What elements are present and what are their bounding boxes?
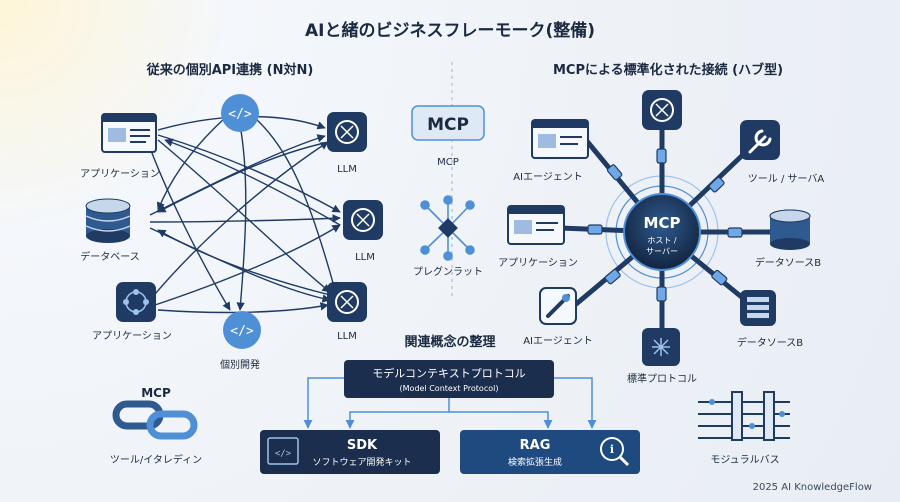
llm-icon [343,200,383,240]
rag-box: i [460,430,640,474]
agent1-label: AIエージェント [513,172,583,183]
code-icon: </> [221,94,259,132]
svg-text:i: i [610,443,614,456]
rag-title: RAG [520,438,551,453]
tool-label: ツール / サーバA [748,173,825,185]
code-icon-dev: </> [223,311,261,349]
chain-link-icon [112,400,198,440]
root-title: モデルコンテキストプロトコル [372,366,525,380]
mcp-hub [623,193,701,271]
bottom-mcp-label: MCP [141,386,171,400]
app-window-icon [101,113,157,153]
app2-label: アプリケーション [92,330,172,342]
agent-window-icon [531,119,589,159]
svg-text:</>: </> [275,449,292,459]
modular-bus-icon [698,391,790,441]
left-heading: 従来の個別API連携 (N対N) [146,62,314,78]
connector-plugs [587,148,743,302]
sdk-box: </> [260,430,440,474]
concept-connectors [303,377,597,429]
app1-label: アプリケーション [80,168,160,180]
server-stack-icon [740,290,776,326]
bottom-right-label: モジュラルバス [710,454,779,466]
dsb1-label: データソースB [755,256,821,269]
dev-label: 個別開発 [220,358,260,371]
plugin-label: プレグンラット [413,265,483,278]
protocol-icon [642,328,680,366]
database-icon [769,209,811,250]
mcp-badge: MCP [411,105,485,141]
network-app-icon [116,282,156,322]
llm1-label: LLM [337,164,357,175]
app-label: アプリケーション [498,257,578,269]
hub-title: MCP [644,214,681,232]
database-icon [85,198,131,243]
db-label: データベース [80,250,140,263]
footer: 2025 AI KnowledgeFlow [753,482,872,493]
hub-sub2: サーバー [646,247,678,256]
llm2-label: LLM [355,252,375,263]
rag-sub: 検索拡張生成 [508,456,562,468]
agent2-label: AIエージェント [523,336,593,347]
protocol-label: 標準プロトコル [627,372,697,385]
wrench-icon [740,120,780,160]
dsb2-label: データソースB [737,336,803,349]
llm-icon [642,90,682,130]
mesh-lines [149,115,341,314]
llm-icon [327,282,367,322]
plug-key-icon [539,287,577,325]
sdk-sub: ソフトウェア開発キット [312,456,411,468]
main-title: AIと緒のビジネスフレーモーク(整備) [305,20,595,41]
sdk-title: SDK [347,438,378,453]
root-sub: (Model Context Protocol) [400,384,499,393]
concept-root-box [344,360,554,398]
llm-icon [327,112,367,152]
concepts-heading: 関連概念の整理 [404,334,495,350]
mcp-label: MCP [437,157,459,168]
hub-sub1: ホスト / [647,236,677,245]
app-window-icon [507,205,565,245]
svg-text:MCP: MCP [427,115,469,135]
llm3-label: LLM [337,331,357,342]
svg-text:</>: </> [228,107,252,122]
bottom-left-label: ツール/イタレディン [110,453,202,466]
right-heading: MCPによる標準化された接続 (ハブ型) [553,62,783,78]
plugin-network-icon [420,195,475,261]
svg-text:</>: </> [230,324,254,339]
